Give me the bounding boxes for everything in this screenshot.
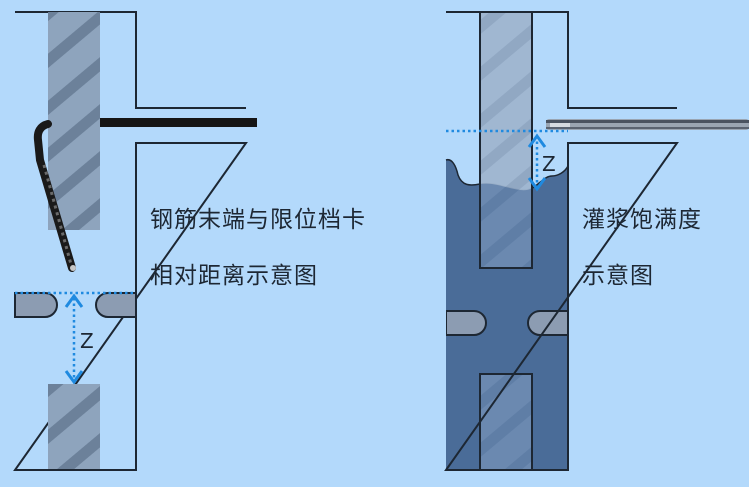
right-caption: 灌浆饱满度 示意图 [582,192,702,304]
right-lower-rebar [479,373,533,471]
right-dimension-label: Z [542,152,556,176]
right-sleeve-outline [444,11,679,471]
right-caption-line2: 示意图 [582,263,654,289]
left-caption-line2: 相对距离示意图 [150,263,318,289]
right-stopper-left [446,310,487,336]
right-dimension-arrow [527,133,547,192]
left-upper-rebar [48,12,100,230]
left-dimension-arrow [64,293,84,385]
left-lower-rebar [48,384,100,470]
left-diagram [13,11,257,471]
left-wire [100,118,257,127]
left-probe-tip [70,265,76,271]
left-stopper-right [95,292,137,318]
left-sensor-probe [33,120,76,272]
right-stopper-right [527,310,568,336]
right-diagram [444,11,749,471]
left-dimension-label: Z [80,329,94,353]
left-caption-line1: 钢筋末端与限位档卡 [150,207,366,233]
right-sensor-probe [546,119,749,130]
left-caption: 钢筋末端与限位档卡 相对距离示意图 [150,192,366,304]
left-stopper-left [14,292,58,318]
right-caption-line1: 灌浆饱满度 [582,207,702,233]
